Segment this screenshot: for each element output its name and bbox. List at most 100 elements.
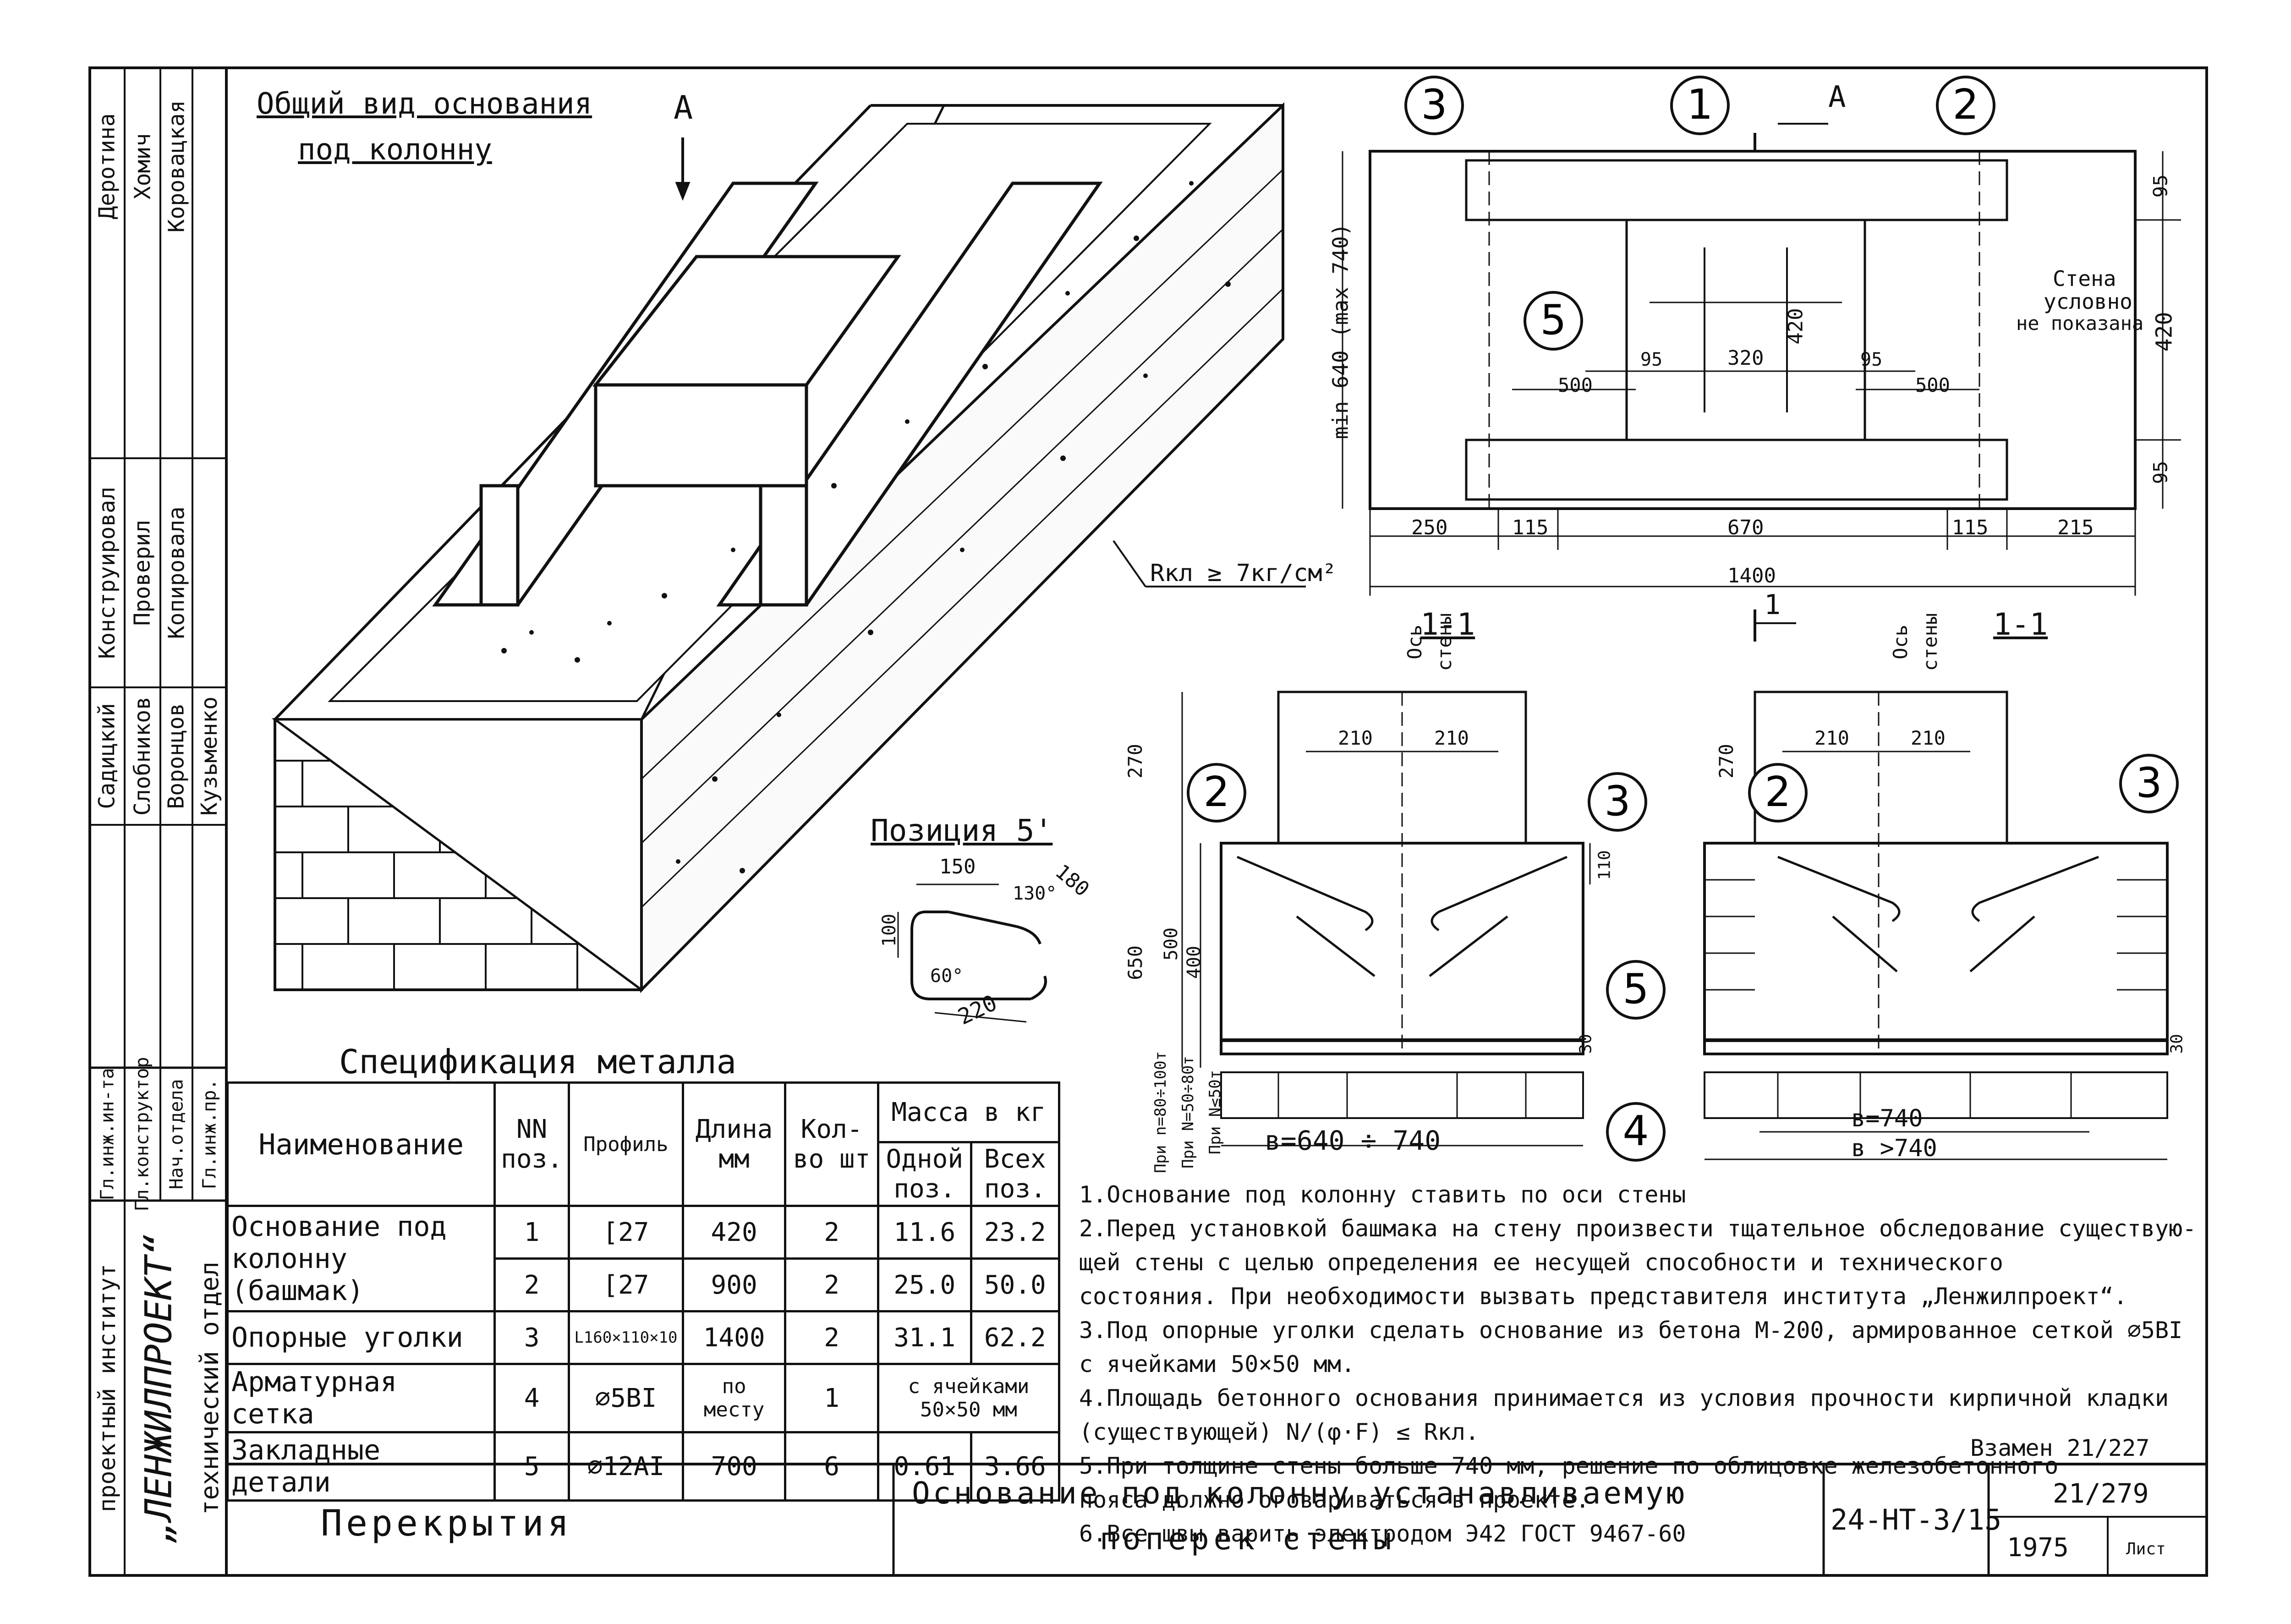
side-role-3: Копировала — [164, 506, 190, 639]
side-name-1: Садицкий — [94, 703, 120, 809]
svg-text:3: 3 — [1604, 777, 1630, 825]
secl-dim-400: 400 — [1184, 945, 1205, 979]
pos5-dim-60: 60° — [930, 966, 964, 987]
callout-5-section — [1606, 960, 1666, 1020]
section-left-axis-1: Ось — [1403, 625, 1426, 659]
side-col2-row1: Гл.конструктор — [132, 1057, 153, 1212]
title-block-section: Перекрытия — [321, 1503, 573, 1544]
general-view-title-1: Общий вид основания — [257, 87, 592, 121]
secl-note-3: При N≤50т — [1206, 1070, 1225, 1155]
note-line: щей стены с целью определения ее несущей… — [1079, 1249, 2003, 1276]
plan-dim-right-95b: 95 — [2149, 461, 2172, 484]
callout-2-secleft — [1187, 763, 1246, 823]
secl-note-1: При n=80÷100т — [1151, 1051, 1170, 1174]
secl-dim-210a: 210 — [1338, 727, 1373, 749]
plan-dim-115b: 115 — [1952, 516, 1989, 539]
section-left-axis-2: стены — [1433, 613, 1456, 671]
callout-2-secright — [1748, 763, 1808, 823]
spec-header-pos: NN поз. — [493, 1081, 570, 1207]
side-person-2: Хомич — [130, 133, 155, 200]
plan-dim-500-right: 500 — [1915, 374, 1950, 396]
title-block-title-2: поперек стены — [1100, 1521, 1396, 1557]
side-person-1: Деротина — [94, 113, 120, 219]
wall-note-1: Стена — [2053, 266, 2116, 291]
section-right-axis-2: стены — [1919, 613, 1942, 671]
spec-title: Спецификация металла — [339, 1042, 736, 1081]
note-line: пояса должно оговариваться в проекте. — [1079, 1487, 1589, 1513]
section-right-title: 1-1 — [1993, 607, 2048, 642]
side-name-2: Слобников — [130, 696, 155, 816]
spec-header-name: Наименование — [226, 1081, 496, 1207]
note-line: 6.Все швы варить электродом Э42 ГОСТ 946… — [1079, 1520, 1686, 1547]
plan-dim-670: 670 — [1727, 516, 1764, 539]
plan-dim-total: 1400 — [1727, 564, 1776, 587]
pos5-dim-150: 150 — [939, 855, 976, 878]
callout-3-plan — [1404, 76, 1464, 135]
note-line: 2.Перед установкой башмака на стену прои… — [1079, 1215, 2197, 1242]
note-line: 1.Основание под колонну ставить по оси с… — [1079, 1181, 1686, 1208]
plan-dim-420-inner: 420 — [1784, 308, 1808, 345]
plan-dim-115a: 115 — [1512, 516, 1549, 539]
secr-dim-30: 30 — [2167, 1034, 2187, 1054]
plan-dim-215: 215 — [2057, 516, 2094, 539]
svg-text:4: 4 — [1622, 1107, 1649, 1155]
side-col3-row1: Нач.отдела — [166, 1079, 187, 1190]
section-cut-mark: 1 — [1764, 589, 1781, 621]
note-line: с ячейками 50×50 мм. — [1079, 1351, 1355, 1377]
rkl-note: Rкл ≥ 7кг/см² — [1150, 560, 1337, 587]
title-block-sheet-label: Лист — [2126, 1540, 2166, 1558]
plan-dim-500-left: 500 — [1558, 374, 1593, 396]
svg-text:2: 2 — [1952, 81, 1979, 129]
note-line: (существующей) N/(φ·F) ≤ Rкл. — [1079, 1419, 1479, 1445]
view-letter-a: А — [674, 89, 693, 126]
side-name-3: Воронцов — [164, 703, 189, 809]
secl-dim-bottom: в=640 ÷ 740 — [1265, 1125, 1441, 1156]
note-line: 5.При толщине стены больше 740 мм, решен… — [1079, 1453, 2059, 1479]
spec-header-qty: Кол-во шт — [784, 1081, 879, 1207]
secl-dim-650: 650 — [1124, 945, 1146, 980]
plan-view — [1342, 123, 2181, 642]
side-institute-2: „ЛЕНЖИЛПРОЕКТ“ — [137, 1233, 180, 1543]
secl-dim-500: 500 — [1161, 927, 1182, 961]
title-block-code: 24-НТ-3/15 — [1831, 1503, 2002, 1536]
callout-5-plan — [1524, 291, 1583, 351]
side-col4-row1: Гл.инж.пр. — [199, 1079, 220, 1190]
spec-header-mass-all: Всех поз. — [970, 1141, 1061, 1207]
side-institute-3: технический отдел — [195, 1261, 224, 1515]
side-name-4: Кузьменко — [197, 696, 222, 816]
pos5-dim-130: 130° — [1013, 883, 1057, 904]
title-block-sheet: 21/279 — [2053, 1478, 2149, 1509]
section-right — [1703, 691, 2169, 1160]
plan-callout-a: А — [1828, 80, 1846, 114]
wall-note-2: условно — [2044, 289, 2132, 314]
svg-text:5: 5 — [1540, 296, 1566, 344]
section-right-axis-1: Ось — [1889, 625, 1912, 659]
position5-detail — [897, 883, 1047, 1023]
side-institute-1: проектный институт — [94, 1264, 121, 1512]
section-left-title: 1-1 — [1420, 607, 1475, 642]
svg-text:2: 2 — [1203, 768, 1229, 816]
spec-header-profile: Профиль — [567, 1081, 684, 1207]
sheet-frame — [88, 66, 2208, 1577]
callout-3-secright — [2119, 754, 2179, 813]
plan-dim-left: min 640 (max 740) — [1328, 223, 1353, 439]
spec-header-mass: Масса в кг — [877, 1081, 1061, 1143]
section-left — [1181, 691, 1591, 1147]
plan-dim-95-right: 95 — [1860, 349, 1883, 370]
secl-note-2: При N=50÷80т — [1178, 1056, 1197, 1169]
plan-dim-right-95a: 95 — [2149, 174, 2172, 198]
spec-header-mass-one: Одной поз. — [877, 1141, 972, 1207]
general-view-title-2: под колонну — [298, 133, 492, 167]
secr-dim-bottom2: в >740 — [1851, 1135, 1937, 1162]
side-col1-row1: Гл.инж.ин-та — [97, 1068, 118, 1201]
secr-dim-270: 270 — [1715, 744, 1737, 779]
spec-cell-name: Основание под колонну (башмак) — [226, 1205, 496, 1312]
position5-title: Позиция 5' — [871, 813, 1053, 848]
plan-dim-250: 250 — [1411, 516, 1448, 539]
